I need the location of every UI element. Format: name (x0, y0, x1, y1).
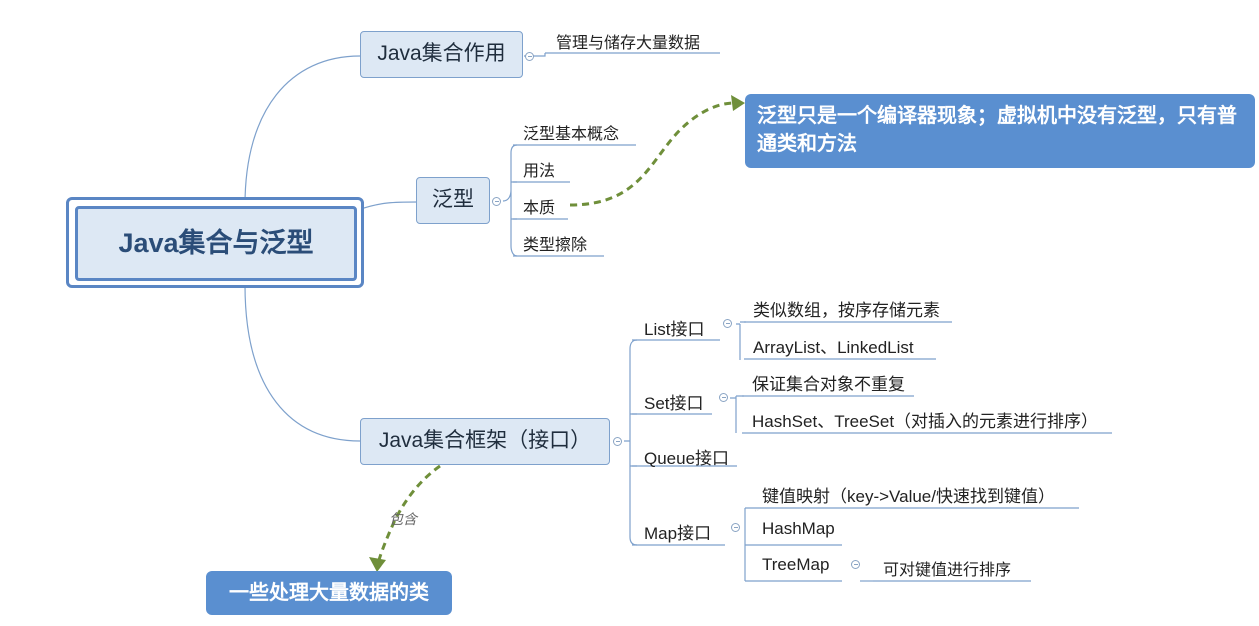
list-child-1[interactable]: ArrayList、LinkedList (753, 338, 914, 357)
root-topic[interactable]: Java集合与泛型 (75, 206, 357, 281)
interface-list[interactable]: List接口 (644, 320, 705, 339)
dashed-arrow-essence-callout (569, 101, 735, 207)
map-child-0[interactable]: 键值映射（key->Value/快速找到键值） (762, 487, 1055, 506)
collapse-toggle-icon[interactable] (492, 197, 501, 206)
leaf-generics-essence[interactable]: 本质 (523, 200, 556, 217)
leaf-generics-erasure[interactable]: 类型擦除 (523, 237, 588, 254)
map-child-2[interactable]: TreeMap (762, 555, 830, 574)
topic-collection-purpose[interactable]: Java集合作用 (360, 31, 523, 78)
callout-framework-note[interactable]: 一些处理大量数据的类 (206, 571, 452, 615)
dashed-arrow-framework-callout (377, 464, 441, 561)
interface-queue[interactable]: Queue接口 (644, 449, 730, 468)
set-child-1[interactable]: HashSet、TreeSet（对插入的元素进行排序） (752, 412, 1099, 431)
collapse-toggle-icon[interactable] (723, 319, 732, 328)
collapse-toggle-icon[interactable] (851, 560, 860, 569)
leaf-purpose-0[interactable]: 管理与储存大量数据 (556, 35, 701, 52)
link-framework-bracket (624, 339, 638, 546)
list-child-0[interactable]: 类似数组，按序存储元素 (753, 301, 940, 320)
collapse-toggle-icon[interactable] (731, 523, 740, 532)
leaf-generics-usage[interactable]: 用法 (523, 163, 556, 180)
treemap-child[interactable]: 可对键值进行排序 (883, 562, 1012, 579)
collapse-toggle-icon[interactable] (613, 437, 622, 446)
link-root-purpose (244, 55, 361, 206)
leaf-generics-concept[interactable]: 泛型基本概念 (523, 126, 620, 143)
topic-generics[interactable]: 泛型 (416, 177, 490, 224)
link-root-framework (244, 284, 361, 442)
collapse-toggle-icon[interactable] (719, 393, 728, 402)
arrowhead-icon (731, 95, 745, 111)
interface-set[interactable]: Set接口 (644, 394, 704, 413)
set-child-0[interactable]: 保证集合对象不重复 (752, 375, 905, 394)
callout-generics-note[interactable]: 泛型只是一个编译器现象；虚拟机中没有泛型，只有普通类和方法 (745, 94, 1255, 168)
link-root-generics (357, 201, 418, 211)
interface-map[interactable]: Map接口 (644, 524, 712, 543)
map-child-1[interactable]: HashMap (762, 519, 835, 538)
link-generics-bracket (502, 144, 518, 257)
relation-label: 包含 (389, 511, 417, 527)
collapse-toggle-icon[interactable] (525, 52, 534, 61)
topic-collection-framework[interactable]: Java集合框架（接口） (360, 418, 610, 465)
arrowhead-icon (369, 557, 386, 572)
